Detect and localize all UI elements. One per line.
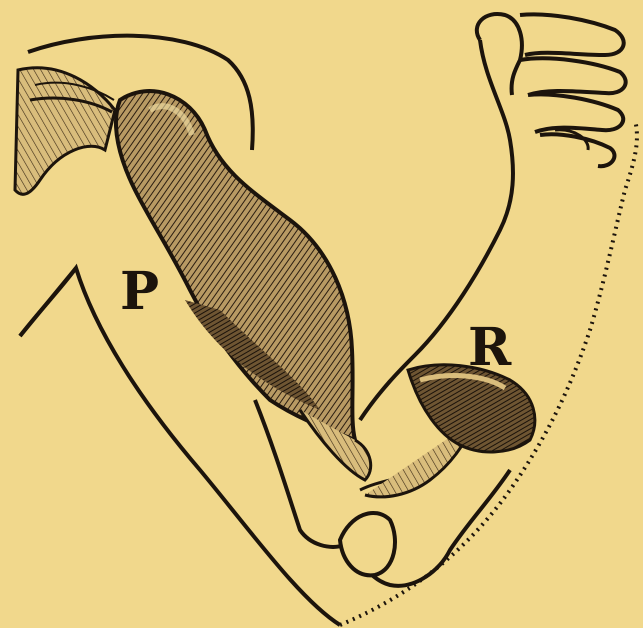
- label-r: R: [468, 322, 511, 374]
- shoulder-tendons: [15, 68, 115, 195]
- label-p: P: [120, 266, 159, 318]
- hand-fingers: [520, 14, 626, 166]
- elbow-joint: [340, 513, 395, 575]
- pointer-line: [20, 268, 76, 336]
